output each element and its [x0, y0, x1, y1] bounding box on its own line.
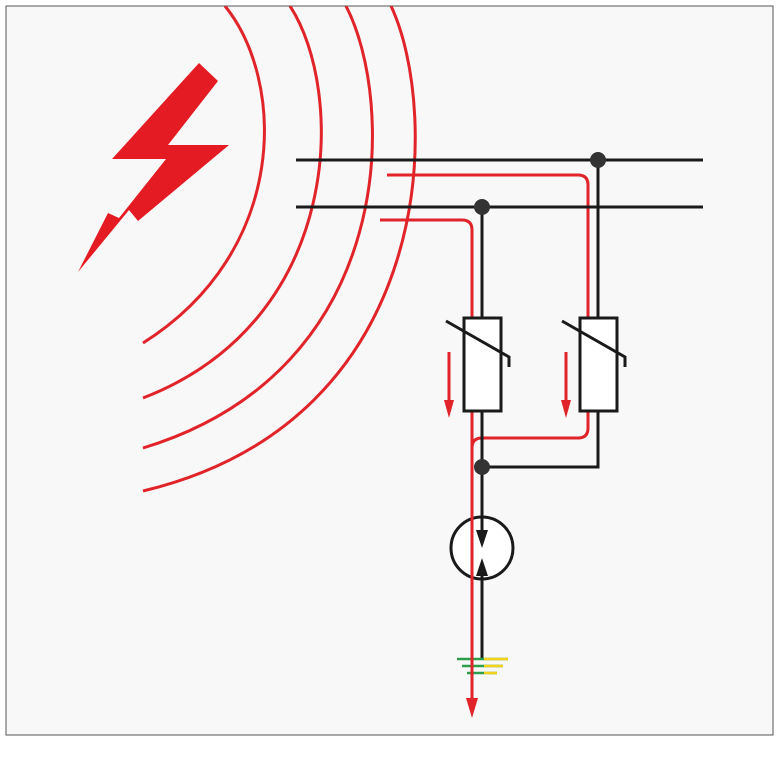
varistor-icon: [561, 316, 627, 413]
wiring: [296, 158, 703, 660]
flow-arrow-left-head: [444, 400, 454, 418]
flow-arrow-right-head: [561, 400, 571, 418]
meter-arrow-top-head: [476, 530, 488, 548]
junction-dot: [474, 459, 490, 475]
wave-4: [142, 6, 417, 493]
varistor-icon: [445, 316, 511, 413]
lightning-bolt-icon: [78, 63, 229, 272]
arrester-body: [462, 316, 503, 413]
electromagnetic-waves: [142, 6, 417, 493]
arrester-slash: [445, 319, 511, 367]
current-path-l2: [387, 173, 590, 705]
flow-arrows: [444, 352, 571, 418]
junctions: [474, 152, 606, 475]
wave-3: [142, 6, 374, 450]
junction-dot: [590, 152, 606, 168]
diagram-frame: [5, 5, 774, 736]
current-path-arrowhead: [466, 698, 478, 718]
arrester-body: [578, 316, 619, 413]
lightning-bolt-shape: [78, 63, 229, 272]
arrester-slash: [561, 319, 627, 367]
meter-circle-icon: [449, 515, 515, 581]
wave-1: [142, 6, 266, 345]
junction-dot: [474, 199, 490, 215]
current-path-l1: [380, 218, 474, 705]
meter-arrow-bottom-head: [476, 558, 488, 576]
wave-2: [142, 6, 323, 400]
surge-current-path: [380, 173, 590, 718]
branch-right-lower: [482, 411, 600, 469]
